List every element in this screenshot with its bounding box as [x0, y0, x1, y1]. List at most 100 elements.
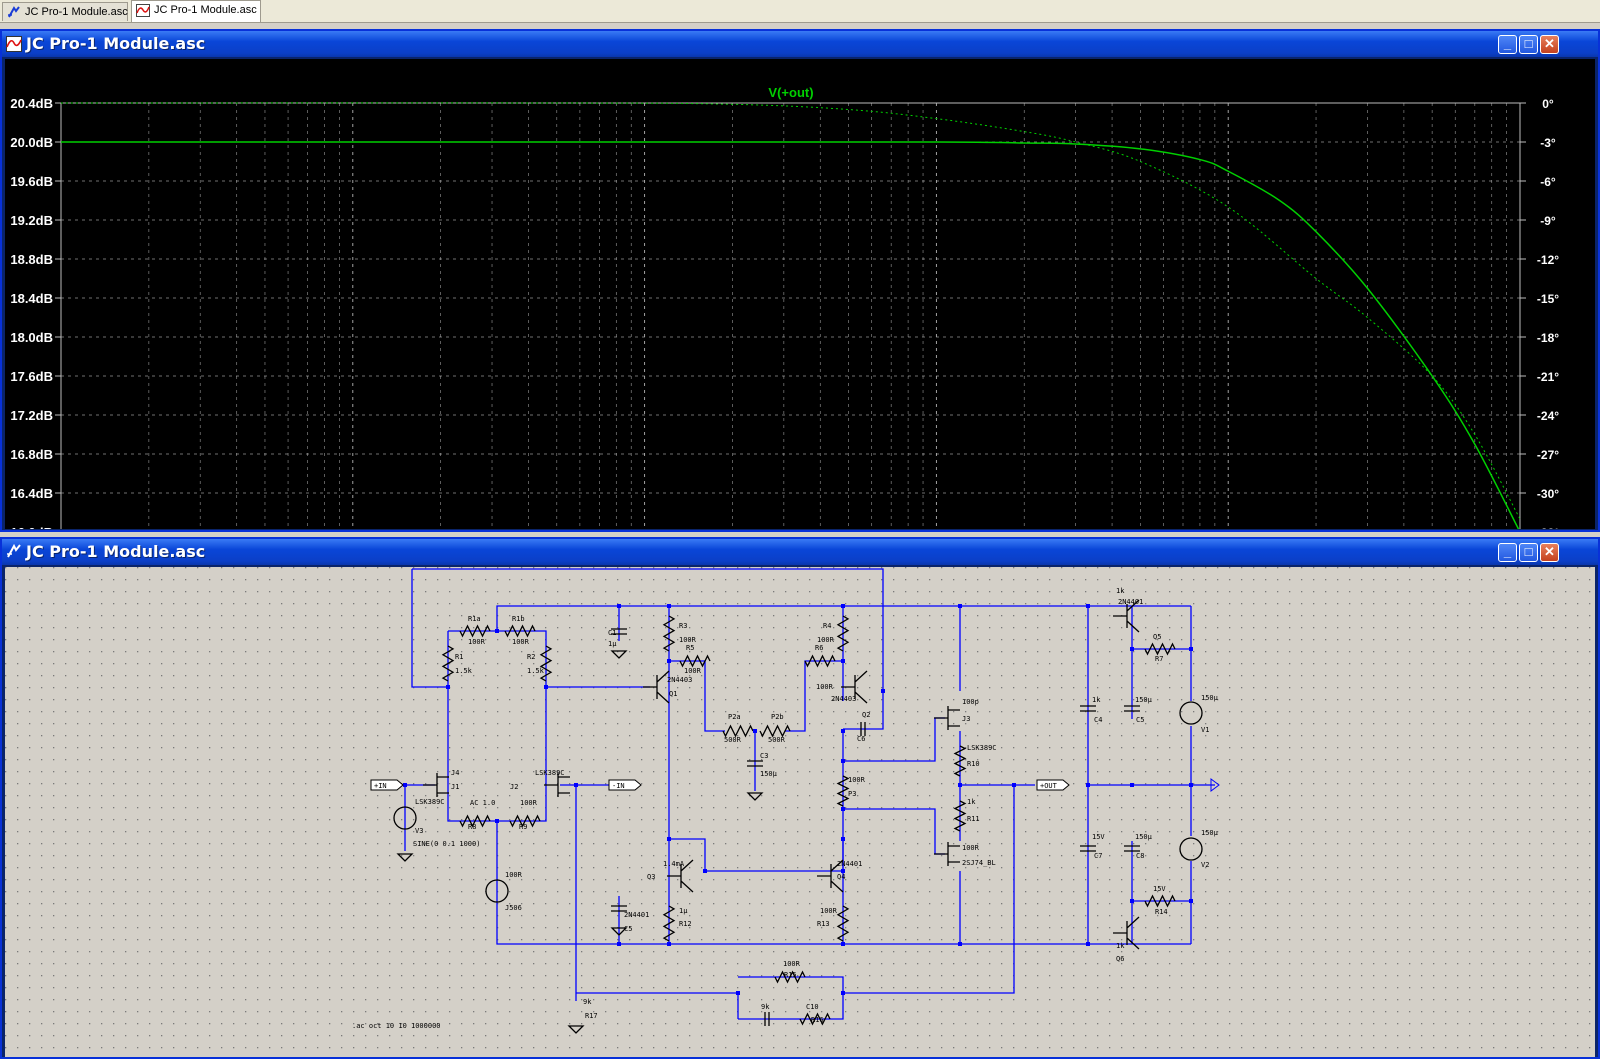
resistor[interactable]	[459, 624, 491, 638]
component-label: C5	[624, 925, 632, 933]
component-label: V2	[1201, 861, 1209, 869]
waveform-titlebar[interactable]: JC Pro-1 Module.asc _ □ ✕	[2, 31, 1598, 57]
resistor[interactable]	[804, 654, 836, 668]
component-label: 1.5k	[527, 667, 545, 675]
junction	[841, 729, 845, 733]
port-flag[interactable]	[1036, 779, 1070, 791]
port-flag[interactable]	[370, 779, 404, 791]
port-flag[interactable]	[608, 779, 642, 791]
y-tick-label: 16.0dB	[10, 525, 53, 529]
resistor[interactable]	[836, 615, 850, 652]
capacitor[interactable]	[611, 628, 627, 635]
resistor[interactable]	[799, 1012, 831, 1026]
close-button[interactable]: ✕	[1540, 543, 1559, 562]
junction	[1086, 783, 1090, 787]
component-label: R1a	[468, 615, 481, 623]
y2-tick-label: -12°	[1537, 253, 1559, 267]
junction	[617, 604, 621, 608]
jfet[interactable]	[934, 842, 960, 866]
resistor[interactable]	[662, 905, 676, 942]
tab-schematic[interactable]: JC Pro-1 Module.asc	[2, 2, 128, 21]
capacitor[interactable]	[747, 760, 763, 767]
resistor[interactable]	[1144, 642, 1176, 656]
trace-label[interactable]: V(+out)	[768, 85, 813, 100]
minimize-button[interactable]: _	[1498, 543, 1517, 562]
y-tick-label: 20.0dB	[10, 135, 53, 150]
jfet[interactable]	[423, 773, 449, 797]
junction	[1189, 899, 1193, 903]
voltage-source[interactable]	[1179, 701, 1203, 725]
capacitor[interactable]	[1124, 705, 1140, 712]
bode-plot[interactable]: 20.4dB20.0dB19.6dB19.2dB18.8dB18.4dB18.0…	[5, 59, 1595, 529]
current-source[interactable]	[485, 879, 509, 903]
ports[interactable]: +IN-IN+OUT	[370, 778, 1220, 792]
component-label: V1	[1201, 726, 1209, 734]
capacitor[interactable]	[764, 1012, 770, 1026]
junction	[667, 942, 671, 946]
resistor[interactable]	[539, 645, 553, 682]
voltage-source[interactable]	[393, 806, 417, 830]
resistor[interactable]	[722, 724, 754, 738]
minimize-button[interactable]: _	[1498, 35, 1517, 54]
spice-directive[interactable]: .ac oct 10 10 1000000	[352, 1022, 441, 1030]
resistor[interactable]	[459, 814, 491, 828]
resistor[interactable]	[504, 624, 536, 638]
resistor[interactable]	[836, 905, 850, 942]
junction	[841, 807, 845, 811]
component-label: P2a	[728, 713, 741, 721]
capacitor[interactable]	[1124, 845, 1140, 852]
resistor[interactable]	[953, 745, 967, 777]
junction	[495, 819, 499, 823]
component-labels: R1a100RR1b100RR11.5kR21.5kC11µR3100RR510…	[413, 587, 1219, 1024]
resistor[interactable]	[679, 654, 711, 668]
schematic-canvas[interactable]: +IN-IN+OUT R1a100RR1b100RR11.5kR21.5kC11…	[5, 567, 1595, 1057]
wire	[411, 569, 448, 688]
maximize-button[interactable]: □	[1519, 35, 1538, 54]
component-label: C5	[1136, 716, 1144, 724]
jfet[interactable]	[934, 706, 960, 730]
bjt[interactable]	[643, 670, 670, 704]
y2-tick-label: -27°	[1537, 448, 1559, 462]
resistor[interactable]	[662, 615, 676, 652]
component-label: C3	[760, 752, 768, 760]
resistor[interactable]	[759, 724, 791, 738]
capacitor[interactable]	[1080, 705, 1096, 712]
component-label: R11	[967, 815, 980, 823]
junction	[1086, 942, 1090, 946]
component-label: J506	[505, 904, 522, 912]
close-button[interactable]: ✕	[1540, 35, 1559, 54]
capacitor[interactable]	[611, 905, 627, 912]
components[interactable]	[393, 599, 1203, 1034]
tab-waveform[interactable]: JC Pro-1 Module.asc	[131, 0, 261, 22]
component-label: 2N4403	[831, 695, 856, 703]
component-label: P3	[848, 790, 856, 798]
component-label: 100p	[962, 698, 979, 706]
voltage-source[interactable]	[1179, 837, 1203, 861]
y2-tick-label: -33°	[1537, 526, 1559, 529]
bjt[interactable]	[1113, 916, 1140, 950]
y2-tick-label: -30°	[1537, 487, 1559, 501]
component-label: C8	[1136, 852, 1144, 860]
resistor[interactable]	[509, 814, 541, 828]
component-label: R15	[784, 971, 797, 979]
bjt[interactable]	[667, 859, 694, 893]
resistor[interactable]	[774, 970, 806, 984]
resistor[interactable]	[1144, 894, 1176, 908]
bjt[interactable]	[817, 859, 844, 893]
component-label: Q3	[647, 873, 655, 881]
resistor[interactable]	[953, 800, 967, 832]
capacitor[interactable]	[1080, 845, 1096, 852]
capacitor[interactable]	[860, 722, 866, 736]
schematic-titlebar[interactable]: JC Pro-1 Module.asc _ □ ✕	[2, 539, 1598, 565]
jfet[interactable]	[544, 773, 570, 797]
bjt[interactable]	[1113, 599, 1140, 633]
resistor[interactable]	[836, 775, 850, 807]
junction	[841, 604, 845, 608]
junction	[1130, 647, 1134, 651]
maximize-button[interactable]: □	[1519, 543, 1538, 562]
resistor[interactable]	[441, 645, 455, 682]
bjt[interactable]	[841, 670, 868, 704]
wire	[412, 568, 884, 730]
